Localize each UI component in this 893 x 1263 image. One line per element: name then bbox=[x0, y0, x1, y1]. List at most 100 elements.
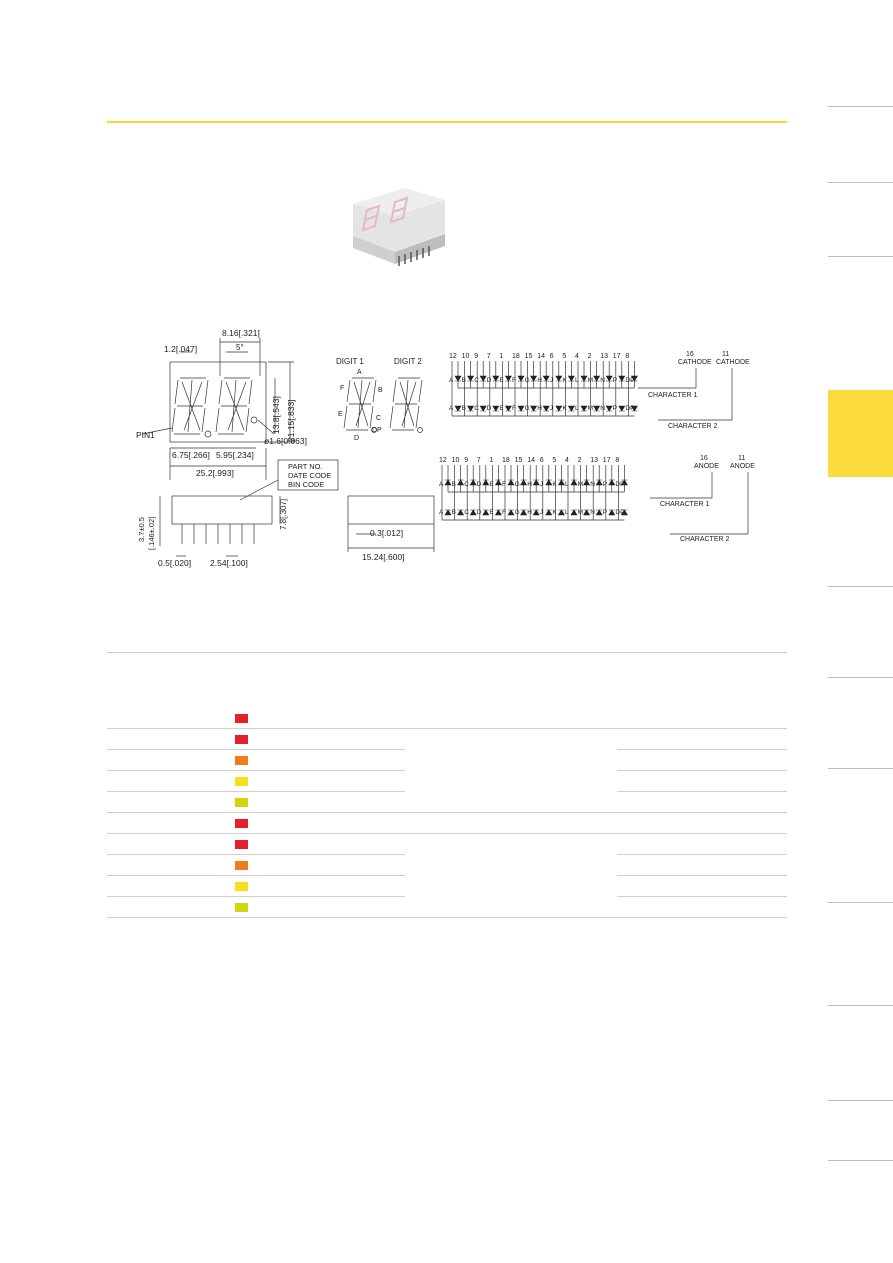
led-diode bbox=[444, 509, 452, 516]
marking-line: DATE CODE bbox=[288, 471, 331, 480]
segment-pin: K bbox=[552, 509, 557, 516]
led-diode bbox=[469, 479, 477, 486]
color-swatch bbox=[235, 861, 248, 870]
segment-label: DP bbox=[372, 427, 382, 434]
cathode-label-2: CATHODE bbox=[716, 359, 750, 366]
dim-segment-width: 1.2[.047] bbox=[164, 344, 197, 354]
color-table bbox=[107, 708, 787, 922]
segment-pin: H bbox=[537, 377, 542, 384]
side-divider bbox=[828, 182, 893, 183]
pin-number: 13 bbox=[590, 457, 598, 464]
segment-pin: E bbox=[499, 405, 504, 412]
segment-pin: C bbox=[464, 509, 469, 516]
dim-digit-height: 13.8[.543] bbox=[271, 396, 281, 434]
side-divider bbox=[828, 586, 893, 587]
led-diode bbox=[593, 375, 601, 382]
led-diode bbox=[530, 405, 538, 412]
segment-pin: P bbox=[613, 405, 617, 412]
row-rule bbox=[107, 749, 405, 750]
dim-digit-width-1: 6.75[.266] bbox=[172, 450, 210, 460]
segment-pin: J bbox=[540, 481, 543, 488]
segment-pin: B bbox=[462, 405, 466, 412]
pin-number: 6 bbox=[550, 353, 554, 360]
segment-pin: B bbox=[462, 377, 466, 384]
segment-pin: H bbox=[537, 405, 542, 412]
led-diode bbox=[555, 405, 563, 412]
segment-pin: DP bbox=[615, 481, 624, 488]
anode-label-2: ANODE bbox=[730, 463, 755, 470]
table-row bbox=[107, 708, 787, 729]
led-diode bbox=[492, 405, 500, 412]
segment-pin: C bbox=[474, 377, 479, 384]
segment-pin: F bbox=[502, 481, 506, 488]
segment-pin: F bbox=[512, 405, 516, 412]
pin-number: 1 bbox=[489, 457, 493, 464]
led-diode bbox=[530, 375, 538, 382]
pin-number: 18 bbox=[512, 353, 520, 360]
side-divider bbox=[828, 768, 893, 769]
pin-number: 14 bbox=[537, 353, 545, 360]
side-index-tab-active[interactable] bbox=[828, 390, 893, 477]
pin-number: 17 bbox=[613, 353, 621, 360]
segment-pin: F bbox=[502, 509, 506, 516]
dim-row-spacing: 15.24[.600] bbox=[362, 552, 405, 562]
segment-pin: E bbox=[489, 481, 494, 488]
led-diode bbox=[444, 479, 452, 486]
row-rule bbox=[107, 770, 405, 771]
segment-pin: G bbox=[525, 405, 530, 412]
led-diode bbox=[542, 375, 550, 382]
led-diode bbox=[479, 405, 487, 412]
led-diode bbox=[545, 509, 553, 516]
row-rule bbox=[107, 728, 787, 729]
led-diode bbox=[583, 509, 591, 516]
led-diode bbox=[580, 375, 588, 382]
common-pin-2: 11 bbox=[722, 351, 729, 358]
dim-body-height: 21.15[.833] bbox=[286, 399, 296, 442]
table-row bbox=[107, 771, 787, 792]
led-diode bbox=[492, 375, 500, 382]
segment-label: E bbox=[338, 411, 343, 418]
dim-slant-angle: 5° bbox=[236, 343, 244, 352]
segment-pin: B bbox=[452, 481, 456, 488]
segment-label: A bbox=[357, 369, 362, 376]
side-divider bbox=[828, 256, 893, 257]
segment-pin: N bbox=[590, 481, 595, 488]
side-divider bbox=[828, 106, 893, 107]
led-diode bbox=[608, 509, 616, 516]
segment-pin: A bbox=[439, 481, 444, 488]
pin-number: 10 bbox=[462, 353, 470, 360]
segment-pin: F bbox=[512, 377, 516, 384]
led-diode bbox=[570, 479, 578, 486]
table-row bbox=[107, 855, 787, 876]
segment-pin: L bbox=[565, 509, 569, 516]
led-diode bbox=[494, 479, 502, 486]
led-diode bbox=[507, 479, 515, 486]
led-diode bbox=[557, 509, 565, 516]
segment-pin: D bbox=[477, 481, 482, 488]
table-top-rule bbox=[107, 652, 787, 653]
segment-label: C bbox=[376, 415, 381, 422]
side-divider bbox=[828, 902, 893, 903]
row-rule bbox=[617, 854, 787, 855]
segment-pin: C bbox=[464, 481, 469, 488]
led-diode bbox=[482, 509, 490, 516]
pin1-label: PIN1 bbox=[136, 430, 155, 440]
segment-pin: M bbox=[578, 481, 583, 488]
led-diode bbox=[555, 375, 563, 382]
led-diode bbox=[494, 509, 502, 516]
led-diode bbox=[593, 405, 601, 412]
row-rule bbox=[617, 875, 787, 876]
marking-line: PART NO. bbox=[288, 462, 323, 471]
segment-pin: E bbox=[489, 509, 494, 516]
led-diode bbox=[630, 375, 638, 382]
pin-number: 6 bbox=[540, 457, 544, 464]
marking-line: BIN CODE bbox=[288, 480, 324, 489]
led-diode bbox=[457, 479, 465, 486]
segment-pin: L bbox=[565, 481, 569, 488]
dim-body-depth: 7.8[.307] bbox=[279, 499, 288, 530]
segment-pin: A bbox=[449, 377, 454, 384]
led-diode bbox=[570, 509, 578, 516]
dim-dp-diameter: ø1.6[0.063] bbox=[264, 436, 307, 446]
pin-number: 17 bbox=[603, 457, 611, 464]
pin-number: 10 bbox=[452, 457, 460, 464]
